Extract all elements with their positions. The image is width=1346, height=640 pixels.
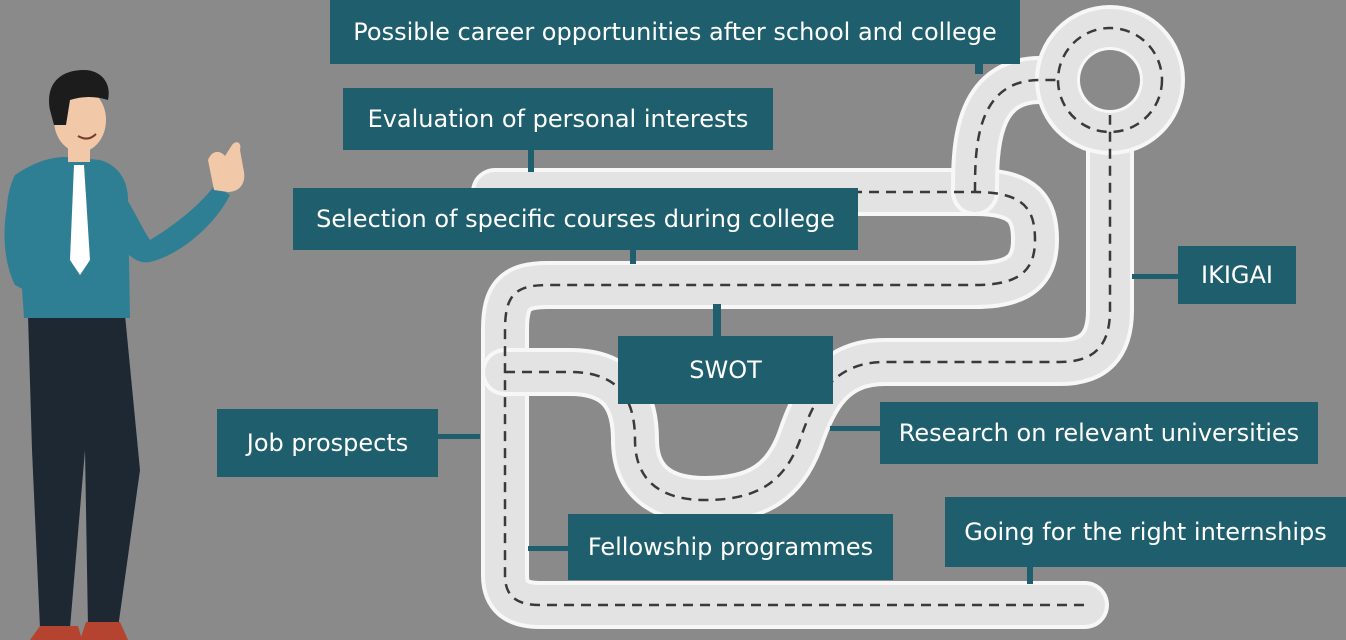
left-shoe bbox=[30, 626, 82, 640]
road-centerline bbox=[495, 190, 1085, 607]
connector-courses bbox=[630, 250, 636, 264]
label-research-text: Research on relevant universities bbox=[898, 419, 1300, 447]
label-courses-text: Selection of specific courses during col… bbox=[316, 205, 835, 233]
connector-swot bbox=[713, 304, 721, 336]
label-ikigai: IKIGAI bbox=[1178, 246, 1296, 304]
label-ikigai-text: IKIGAI bbox=[1201, 261, 1273, 289]
label-job-prospects: Job prospects bbox=[217, 409, 438, 477]
connector-career bbox=[975, 62, 983, 74]
left-arm bbox=[4, 180, 95, 298]
raised-hand bbox=[208, 142, 245, 192]
connector-fellowship bbox=[528, 546, 570, 551]
connector-ikigai bbox=[1132, 274, 1178, 279]
label-research-universities: Research on relevant universities bbox=[880, 402, 1318, 464]
hair bbox=[49, 70, 109, 125]
label-swot: SWOT bbox=[618, 336, 833, 404]
label-swot-text: SWOT bbox=[689, 356, 762, 384]
connector-internships bbox=[1027, 566, 1033, 584]
connector-research bbox=[830, 426, 882, 431]
right-arm bbox=[100, 175, 230, 263]
roundabout-centerline bbox=[1056, 26, 1164, 134]
presenter-illustration bbox=[4, 70, 245, 640]
trousers bbox=[28, 315, 140, 628]
label-internships-text: Going for the right internships bbox=[964, 518, 1327, 546]
connector-job bbox=[438, 434, 480, 439]
roundabout-center bbox=[1080, 50, 1140, 110]
label-fellowship-text: Fellowship programmes bbox=[587, 533, 874, 561]
label-right-internships: Going for the right internships bbox=[945, 497, 1346, 567]
label-personal-interests: Evaluation of personal interests bbox=[343, 88, 773, 150]
road-loop-centerline bbox=[505, 78, 1112, 502]
right-shoe bbox=[80, 622, 128, 640]
label-specific-courses: Selection of specific courses during col… bbox=[293, 188, 858, 250]
label-fellowship-programmes: Fellowship programmes bbox=[568, 514, 893, 580]
smile bbox=[77, 133, 97, 140]
label-career-text: Possible career opportunities after scho… bbox=[353, 18, 997, 46]
tie bbox=[70, 165, 90, 275]
label-career-opportunities: Possible career opportunities after scho… bbox=[330, 0, 1020, 64]
connector-interests bbox=[528, 150, 534, 172]
label-interests-text: Evaluation of personal interests bbox=[367, 105, 749, 133]
label-job-text: Job prospects bbox=[246, 429, 409, 457]
